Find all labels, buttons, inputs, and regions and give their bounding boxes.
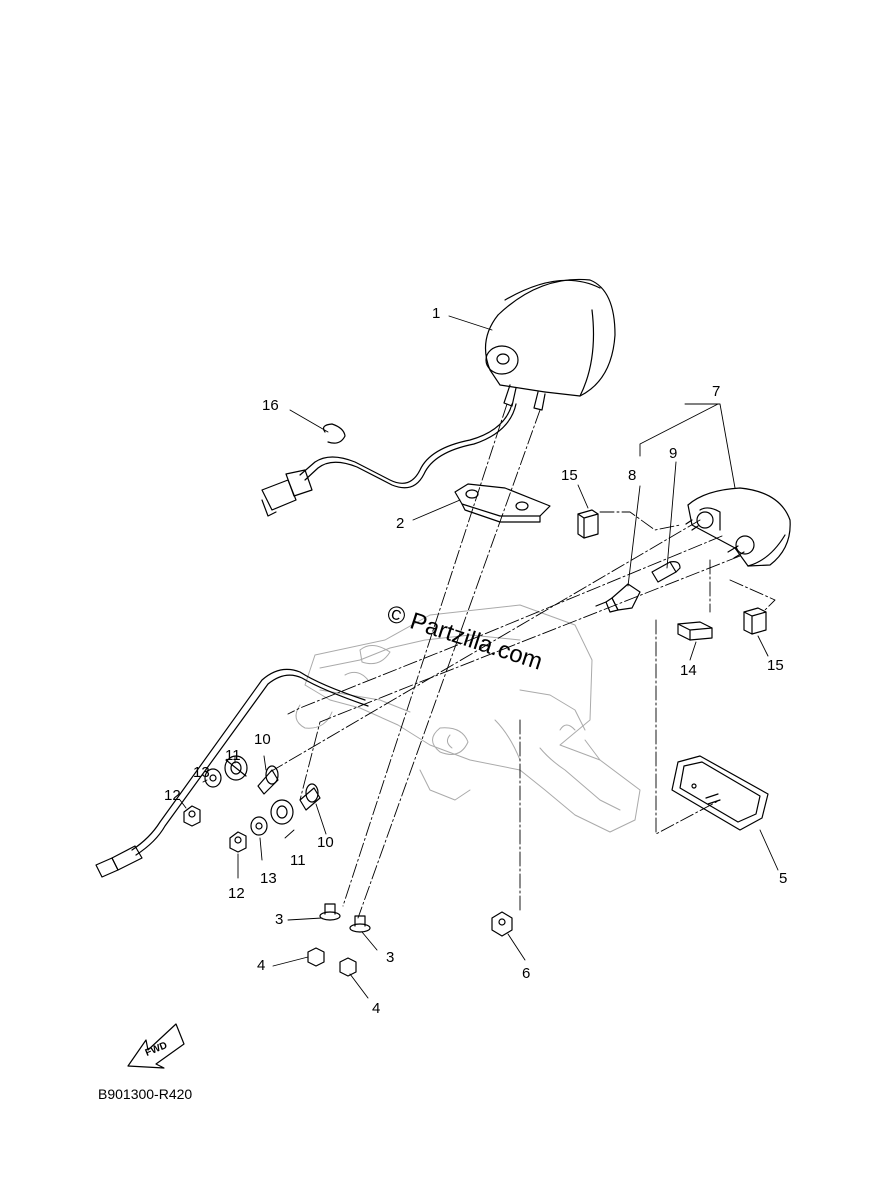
damper-15-left — [577, 509, 599, 539]
callout-12: 12 — [164, 787, 181, 804]
callout-10: 10 — [317, 834, 334, 851]
callout-15: 15 — [767, 657, 784, 674]
callout-5: 5 — [779, 870, 788, 887]
callout-13: 13 — [193, 764, 210, 781]
leader-lines — [179, 315, 779, 999]
callout-7: 7 — [712, 383, 721, 400]
callout-10: 10 — [254, 731, 271, 748]
tail-light-assembly — [484, 278, 616, 411]
callout-3: 3 — [386, 949, 395, 966]
collar-10-upper — [257, 765, 279, 795]
nut-4-right — [339, 957, 357, 977]
callout-14: 14 — [680, 662, 697, 679]
collar-3-right — [349, 915, 371, 933]
callout-8: 8 — [628, 467, 637, 484]
washer-13-lower — [250, 816, 268, 836]
grommet-11-lower — [270, 799, 294, 825]
callout-15: 15 — [561, 467, 578, 484]
nut-12-upper — [183, 805, 201, 827]
grommet-11-upper — [224, 755, 248, 781]
callout-13: 13 — [260, 870, 277, 887]
assembly-lines — [269, 403, 776, 919]
reflector — [671, 755, 769, 831]
damper-15-right — [743, 607, 767, 635]
callout-9: 9 — [669, 445, 678, 462]
washer-13-upper — [204, 768, 222, 788]
damper-14 — [677, 621, 713, 641]
collar-3-left — [319, 903, 341, 921]
callout-1: 1 — [432, 305, 441, 322]
nut-12-lower — [229, 831, 247, 853]
flange-nut-6 — [491, 911, 513, 937]
license-light-wiring — [95, 668, 369, 878]
nut-4-left — [307, 947, 325, 967]
callout-11: 11 — [290, 852, 306, 869]
collar-10-lower — [299, 783, 321, 811]
callout-2: 2 — [396, 515, 405, 532]
diagram-code: B901300-R420 — [98, 1086, 193, 1102]
callout-4: 4 — [257, 957, 266, 974]
bulb — [651, 561, 681, 583]
callout-6: 6 — [522, 965, 531, 982]
light-bracket — [454, 483, 551, 523]
callout-12: 12 — [228, 885, 245, 902]
tail-light-wiring — [261, 403, 517, 517]
fwd-arrow — [127, 1023, 185, 1069]
bulb-socket — [595, 583, 641, 613]
callout-11: 11 — [225, 747, 241, 764]
callout-3: 3 — [275, 911, 284, 928]
callout-16: 16 — [262, 397, 279, 414]
callout-4: 4 — [372, 1000, 381, 1017]
rear-flasher-assembly — [685, 487, 791, 567]
rear-frame-drawing — [295, 604, 641, 833]
